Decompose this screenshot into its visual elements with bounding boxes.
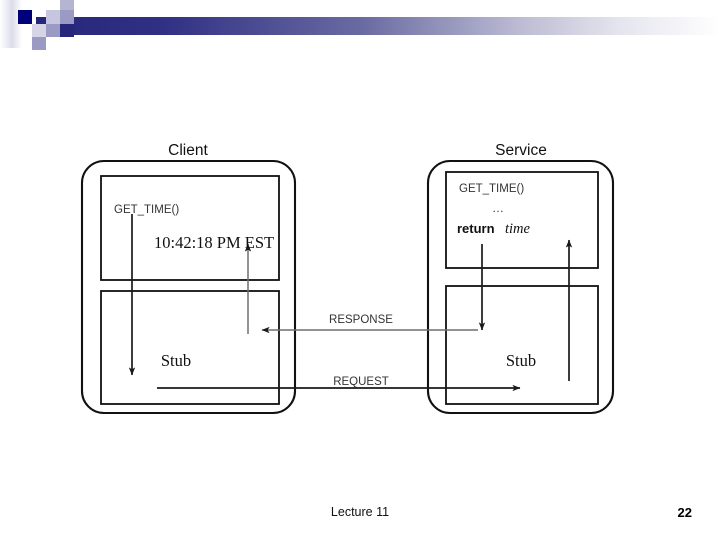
header-decoration-square bbox=[18, 10, 32, 24]
service-call-label: GET_TIME() bbox=[459, 183, 524, 195]
response-label: RESPONSE bbox=[329, 314, 393, 326]
service-stub-box bbox=[445, 285, 599, 405]
header-decoration-square bbox=[32, 0, 46, 10]
service-ellipsis: … bbox=[492, 201, 504, 215]
header-decoration-square bbox=[32, 24, 46, 37]
header-left-fade bbox=[0, 0, 22, 48]
client-outer-box bbox=[80, 159, 297, 415]
header-decoration-square bbox=[60, 0, 74, 10]
client-title: Client bbox=[168, 142, 208, 159]
header-decoration-square bbox=[60, 24, 74, 37]
header-gradient-bar bbox=[36, 17, 720, 35]
footer-page-number: 22 bbox=[677, 505, 692, 520]
slide-footer: Lecture 11 22 bbox=[0, 505, 720, 535]
client-stub-box bbox=[100, 290, 280, 405]
client-code-box bbox=[100, 175, 280, 281]
service-code-box bbox=[445, 171, 599, 269]
client-call-label: GET_TIME() bbox=[114, 204, 179, 216]
service-title: Service bbox=[495, 142, 547, 159]
client-result-label: 10:42:18 PM EST bbox=[154, 233, 274, 252]
request-label: REQUEST bbox=[333, 376, 389, 388]
header-decoration-square bbox=[60, 10, 74, 24]
service-stub-label: Stub bbox=[506, 351, 536, 370]
client-stub-label: Stub bbox=[161, 351, 191, 370]
service-return-value: time bbox=[505, 221, 531, 237]
footer-lecture-label: Lecture 11 bbox=[330, 505, 390, 519]
header-decoration-square bbox=[46, 10, 60, 24]
service-outer-box bbox=[426, 159, 615, 415]
header-decoration-square bbox=[46, 24, 60, 37]
service-return-keyword: return bbox=[457, 221, 495, 236]
slide-header-decoration bbox=[0, 0, 720, 60]
header-decoration-square bbox=[32, 37, 46, 50]
